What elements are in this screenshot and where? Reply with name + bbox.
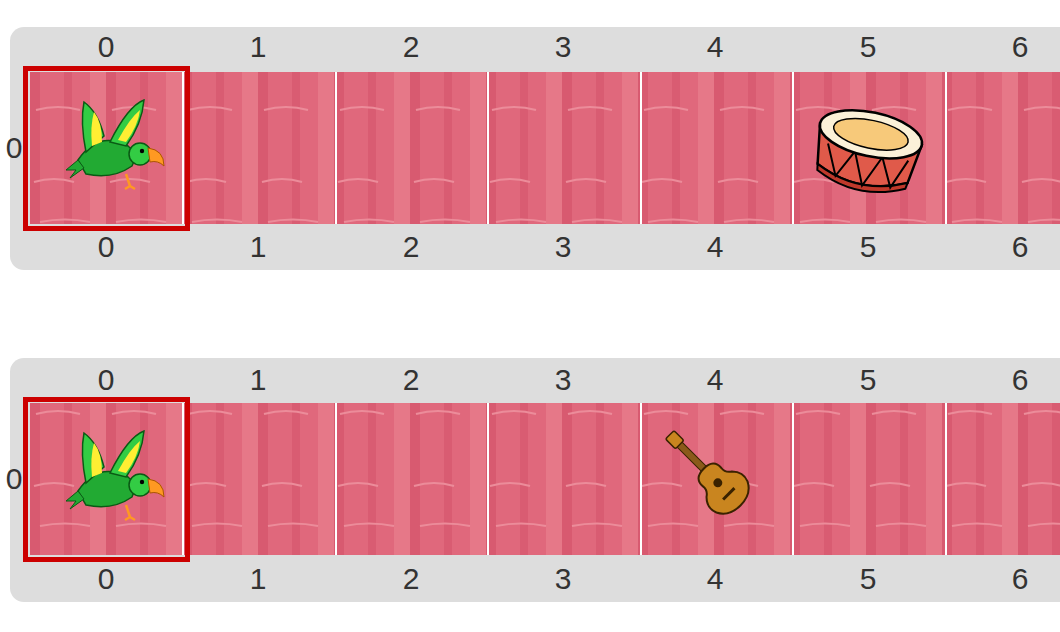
guitar-icon [653, 418, 757, 522]
index-number: 0 [98, 365, 115, 395]
index-number: 4 [707, 564, 724, 594]
index-number: 5 [860, 32, 877, 62]
array-strip [10, 358, 1060, 602]
index-number: 4 [707, 232, 724, 262]
index-number: 1 [250, 564, 267, 594]
index-number: 3 [555, 32, 572, 62]
index-number: 6 [1012, 564, 1029, 594]
drum-icon [808, 102, 926, 201]
index-number: 2 [403, 564, 420, 594]
index-number: 5 [860, 564, 877, 594]
parrot-icon [66, 431, 164, 520]
index-number: 1 [250, 365, 267, 395]
index-number: 4 [707, 365, 724, 395]
index-number: 0 [98, 564, 115, 594]
index-number: 6 [1012, 232, 1029, 262]
index-number: 5 [860, 232, 877, 262]
index-number: 6 [1012, 365, 1029, 395]
row-index-number: 0 [6, 464, 23, 494]
index-number: 0 [98, 32, 115, 62]
index-number: 6 [1012, 32, 1029, 62]
row-index-number: 0 [6, 133, 23, 163]
parrot-icon [66, 100, 164, 189]
index-number: 1 [250, 32, 267, 62]
index-number: 2 [403, 32, 420, 62]
index-number: 0 [98, 232, 115, 262]
index-number: 2 [403, 365, 420, 395]
index-number: 1 [250, 232, 267, 262]
index-number: 5 [860, 365, 877, 395]
array-strip [10, 27, 1060, 270]
index-number: 3 [555, 365, 572, 395]
index-number: 2 [403, 232, 420, 262]
index-number: 4 [707, 32, 724, 62]
index-number: 3 [555, 564, 572, 594]
index-number: 3 [555, 232, 572, 262]
